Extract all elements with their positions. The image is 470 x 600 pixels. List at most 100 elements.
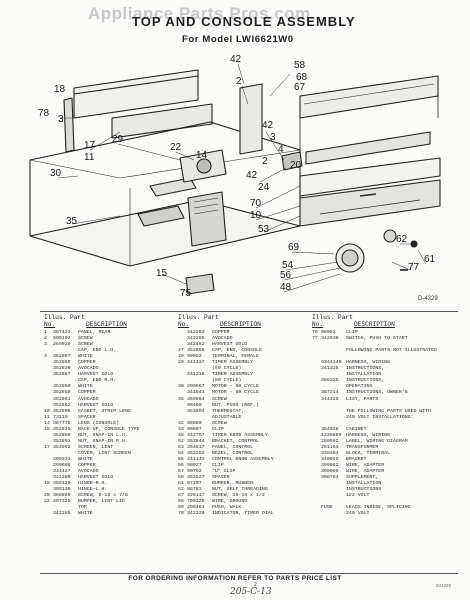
- part-description: THERMOSTAT,: [212, 408, 245, 414]
- part-number: 341380: [53, 475, 71, 481]
- part-description: CONTROL KNOB ASSEMBLY: [212, 456, 274, 462]
- part-number: 98783: [187, 487, 202, 493]
- part-description: BEZEL, CONTROL: [212, 450, 254, 456]
- callout-label: 15: [156, 268, 168, 279]
- part-description: AVOCADO: [212, 336, 233, 342]
- part-number: 342767: [187, 432, 205, 438]
- part-number: 90927: [187, 463, 202, 469]
- illus-number: 28: [178, 354, 184, 360]
- callout-label: 67: [294, 82, 306, 93]
- illus-number: 52: [178, 438, 184, 444]
- part-number: 352808: [53, 408, 71, 414]
- table-row: CAP, END R.H.: [44, 378, 174, 384]
- callout-label: 53: [258, 224, 270, 235]
- control-panel-part: [299, 157, 441, 197]
- model-subtitle: For Model LWI6621W0: [182, 34, 294, 45]
- part-number: 359854: [187, 396, 205, 402]
- illus-number: 67: [178, 493, 184, 499]
- corner-code: 344329: [436, 583, 452, 588]
- table-row: (50 CYCLE): [178, 378, 308, 384]
- part-number: 297325: [53, 499, 71, 505]
- part-number: 387423: [53, 330, 71, 335]
- header-description: DESCRIPTION: [86, 321, 127, 328]
- part-number: 354817: [187, 444, 205, 450]
- illus-number: 35: [178, 396, 184, 402]
- part-description: HARVEST GOLD: [78, 372, 114, 378]
- part-description: SCREW: [78, 336, 93, 342]
- part-number: 387214: [321, 390, 339, 396]
- page-title: TOP AND CONSOLE ASSEMBLY: [132, 14, 356, 29]
- table-row: COVER, LINT SCREEN: [44, 451, 174, 457]
- part-description: WIRE, GROUND: [212, 499, 248, 505]
- part-number: 299331: [53, 456, 71, 462]
- part-description: CABINET: [346, 426, 367, 432]
- callout-label: 35: [66, 216, 78, 227]
- part-description: NUT, PUSH (REF.): [212, 402, 259, 408]
- part-description: TOP: [78, 505, 87, 511]
- part-description: HARVEST GOLD: [78, 402, 114, 408]
- part-number: 353804: [187, 408, 205, 414]
- callout-label: 22: [170, 142, 182, 153]
- console-rear-part: [299, 75, 439, 119]
- part-number: 342320: [187, 511, 205, 517]
- part-description: COPPER: [78, 390, 96, 396]
- illus-number: 57: [178, 469, 184, 475]
- illus-number: 11: [44, 414, 50, 420]
- part-description: SPACER: [212, 475, 230, 481]
- illus-number: 77: [312, 336, 318, 342]
- part-number: 352851: [53, 438, 71, 444]
- callout-label: 29: [112, 134, 124, 145]
- part-description: SCREW, 8-18 x 7/8: [78, 493, 128, 499]
- callout-label: 11: [84, 152, 95, 163]
- part-description: CAP, END R.H.: [78, 378, 117, 384]
- illus-number: 20: [44, 493, 50, 499]
- header-description: DESCRIPTION: [220, 321, 261, 328]
- part-number: 352889: [53, 360, 71, 366]
- part-description: SCREW: [212, 420, 227, 426]
- part-description: NUT, SNAP-IN R.H.: [78, 438, 128, 444]
- header-no: No.: [44, 321, 56, 328]
- part-description: HINGE—R.H.: [78, 481, 108, 487]
- part-description: CAP, END, CONSOLE: [212, 348, 262, 354]
- part-description: TIMER ASSEMBLY: [212, 372, 254, 378]
- table-row: INSTALLATION: [312, 372, 458, 378]
- part-number: 341544: [187, 390, 205, 396]
- callout-label: 68: [296, 72, 308, 83]
- part-number: 296481: [187, 505, 205, 511]
- part-description: SCREEN, LINT: [78, 444, 114, 450]
- part-description: COPPER: [212, 330, 230, 335]
- part-description: 240 VOLT: [346, 511, 370, 517]
- table-row: THE FOLLOWING PARTS USED WITH: [312, 409, 458, 415]
- part-description: MOTOR - 60 CYCLE: [212, 384, 259, 390]
- table-row: 240 VOLT: [312, 511, 458, 517]
- part-number: 342285: [53, 511, 71, 517]
- part-description: COPPER: [78, 360, 96, 366]
- part-number: 73119: [53, 414, 68, 420]
- illus-number: 42: [178, 420, 184, 426]
- part-number: 352861: [53, 396, 71, 402]
- part-description: GASKET, STRIP LENS: [78, 408, 131, 414]
- part-description: WHITE: [78, 354, 93, 360]
- callout-label: 2: [236, 76, 242, 87]
- illus-number: 27: [178, 348, 184, 354]
- part-description: NUT, SELF THREADING: [212, 487, 268, 493]
- illus-number: 48: [178, 432, 184, 438]
